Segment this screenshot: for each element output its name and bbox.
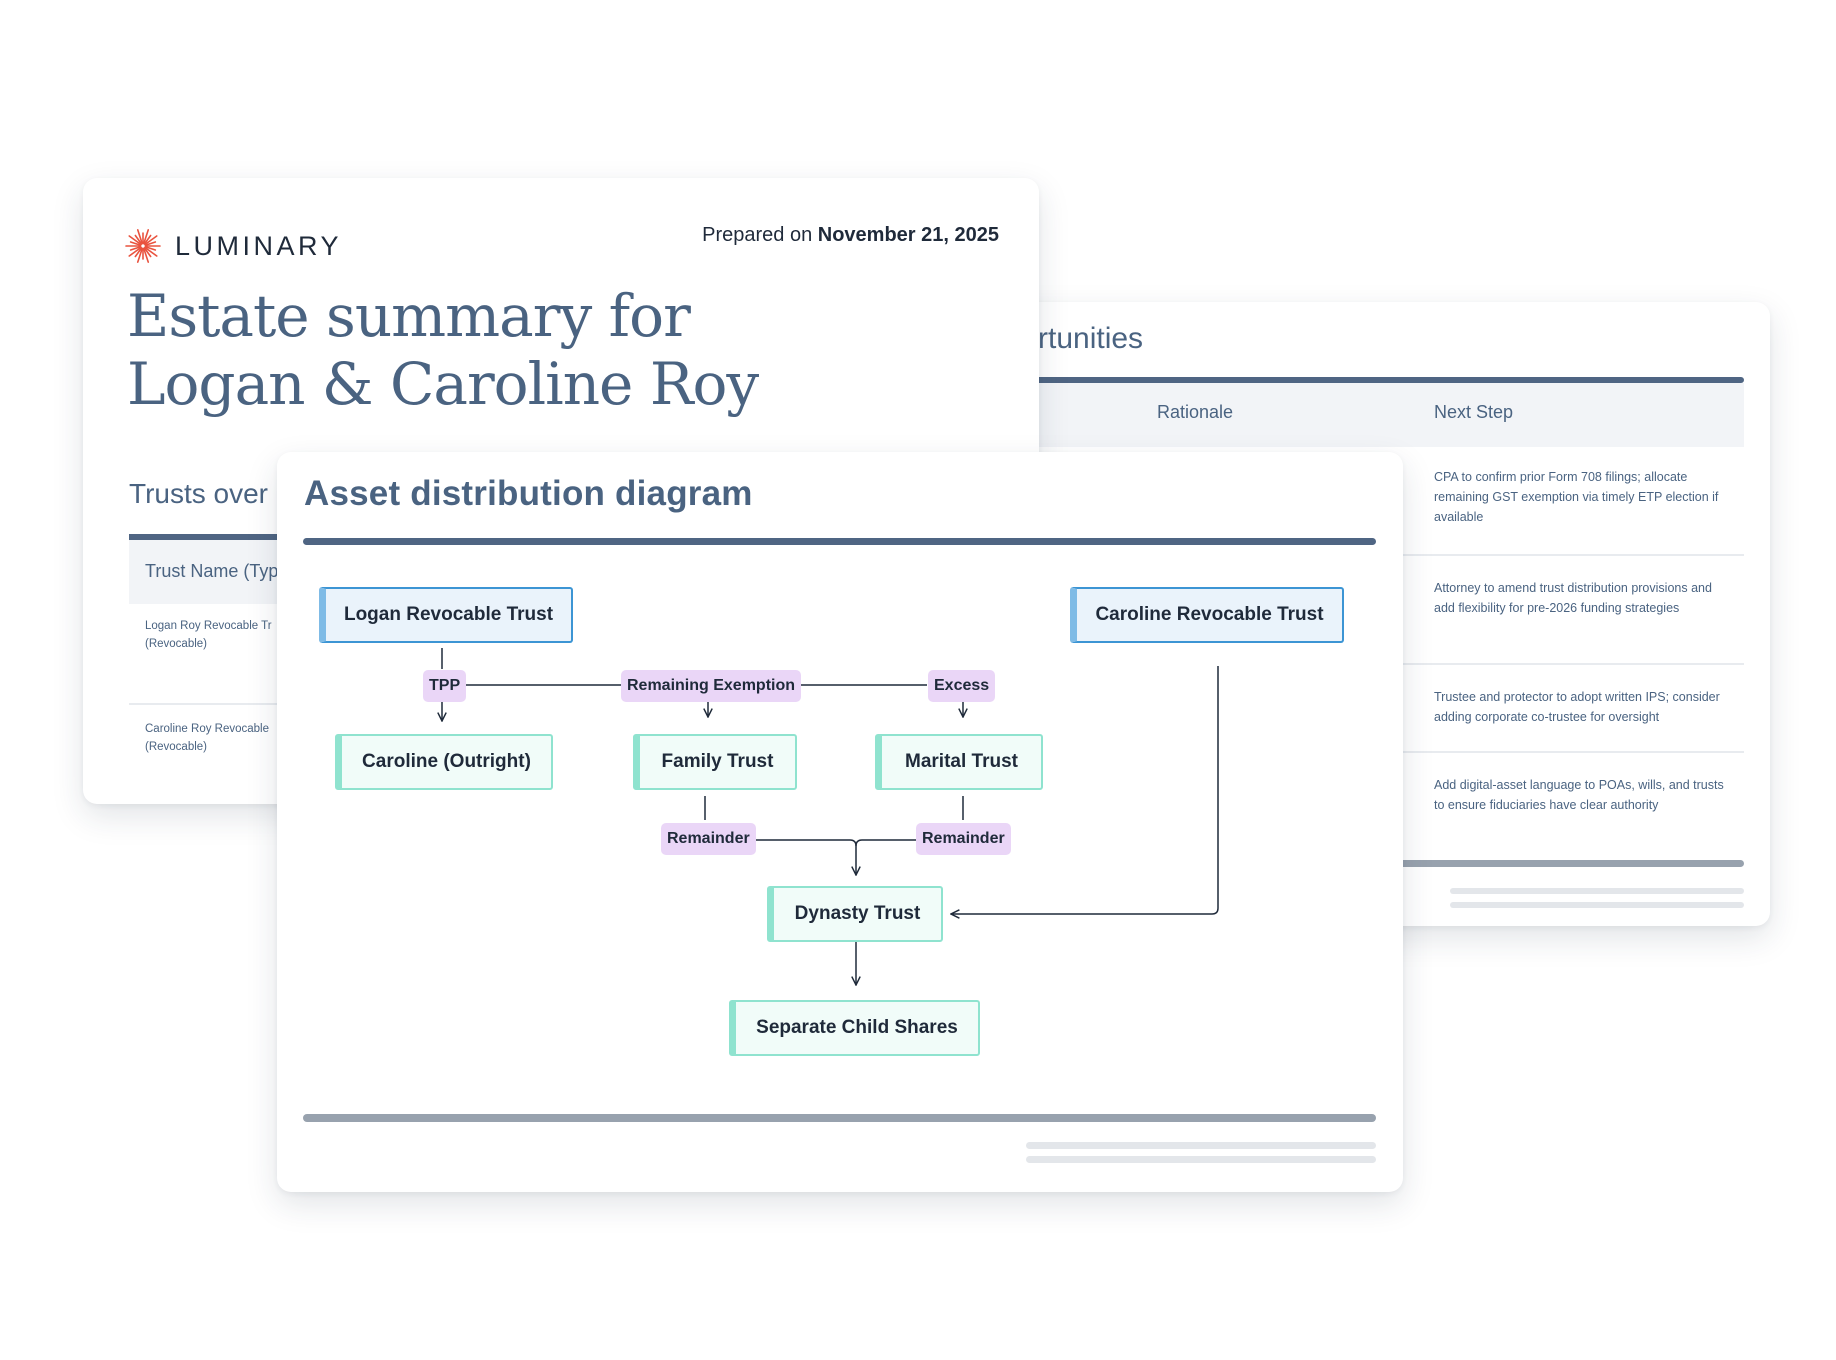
prepared-date-value: November 21, 2025 xyxy=(817,224,999,246)
diagram-title: Asset distribution diagram xyxy=(304,474,753,513)
tag-remainder-right: Remainder xyxy=(916,823,1011,855)
node-caroline-revocable-trust[interactable]: Caroline Revocable Trust xyxy=(1070,587,1344,643)
node-caroline-outright[interactable]: Caroline (Outright) xyxy=(335,734,553,790)
arrow-remainder-to-dynasty xyxy=(751,839,856,875)
footer-placeholder-line xyxy=(1450,888,1744,894)
column-header-rationale: Rationale xyxy=(1157,402,1234,422)
luminary-logo: LUMINARY xyxy=(125,228,342,264)
tag-tpp: TPP xyxy=(423,670,467,702)
brand-name: LUMINARY xyxy=(175,230,343,261)
footer-placeholder-line xyxy=(1026,1156,1376,1163)
trust-name: Logan Roy Revocable Tr xyxy=(145,620,272,632)
opportunities-table-header xyxy=(1000,383,1744,447)
node-marital-trust[interactable]: Marital Trust xyxy=(875,734,1043,790)
title-line: Estate summary for xyxy=(127,282,691,350)
footer-placeholder-line xyxy=(1026,1142,1376,1149)
title-line: Logan & Caroline Roy xyxy=(127,350,759,418)
diagram-header-rule xyxy=(303,538,1376,545)
tag-excess: Excess xyxy=(928,670,996,702)
trust-type: (Revocable) xyxy=(145,741,207,753)
column-header-trust-name: Trust Name (Typ xyxy=(145,561,279,581)
next-step-text: Attorney to amend trust distribution pro… xyxy=(1434,581,1712,615)
node-logan-revocable-trust[interactable]: Logan Revocable Trust xyxy=(319,587,573,643)
node-dynasty-trust[interactable]: Dynasty Trust xyxy=(767,886,943,942)
trust-row: Caroline Roy Revocable (Revocable) xyxy=(145,720,305,756)
next-step-text: Add digital-asset language to POAs, will… xyxy=(1434,778,1724,812)
tag-remainder-left: Remainder xyxy=(661,823,756,855)
trust-row: Logan Roy Revocable Tr (Revocable) xyxy=(145,617,305,653)
opportunities-title: rtunities xyxy=(1038,322,1144,355)
column-header-next-step: Next Step xyxy=(1434,402,1514,422)
asset-distribution-card: Asset distribution diagram xyxy=(277,452,1403,1192)
arrow-caroline-trust-to-dynasty xyxy=(951,666,1219,914)
next-step-text: CPA to confirm prior Form 708 filings; a… xyxy=(1434,470,1719,524)
trust-type: (Revocable) xyxy=(145,638,207,650)
opportunities-header-rule xyxy=(1000,377,1744,383)
node-family-trust[interactable]: Family Trust xyxy=(633,734,797,790)
tag-remaining-exemption: Remaining Exemption xyxy=(621,670,802,702)
trusts-overview-heading: Trusts over xyxy=(129,478,268,509)
diagram-connectors xyxy=(434,648,1219,1192)
connector-remainder-join xyxy=(855,839,917,847)
node-separate-child-shares[interactable]: Separate Child Shares xyxy=(729,1000,980,1056)
prepared-prefix: Prepared on xyxy=(702,224,813,246)
diagram-bottom-rule xyxy=(303,1114,1376,1122)
trust-name: Caroline Roy Revocable xyxy=(145,723,270,735)
starburst-logo-icon xyxy=(125,229,161,263)
next-step-text: Trustee and protector to adopt written I… xyxy=(1434,690,1720,724)
table-row: Add digital-asset language to POAs, will… xyxy=(1000,753,1744,853)
footer-placeholder-line xyxy=(1450,902,1744,908)
prepared-date: Prepared on November 21, 2025 xyxy=(702,224,999,247)
page-title: Estate summary for Logan & Caroline Roy xyxy=(127,282,759,418)
